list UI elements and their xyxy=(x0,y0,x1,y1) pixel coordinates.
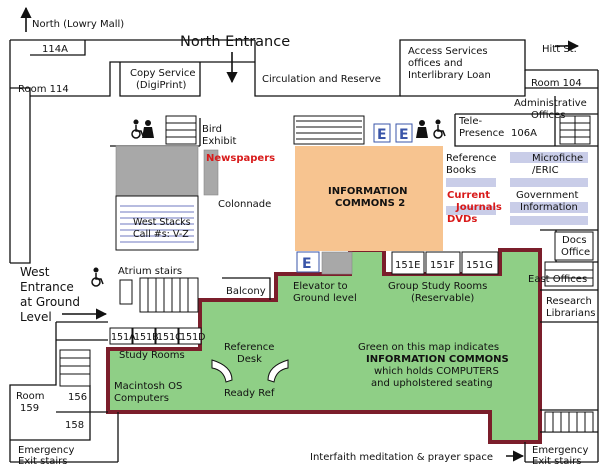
label-east-offices: East Offices xyxy=(528,274,587,285)
map-labels: North (Lowry Mall) North Entrance Hitt S… xyxy=(16,19,596,467)
label-atrium: Atrium stairs xyxy=(118,266,182,277)
label-emergency-left-2: Exit stairs xyxy=(18,456,67,467)
label-room-159-1: Room xyxy=(16,391,44,402)
label-docs-2: Office xyxy=(561,247,590,258)
label-room-104: Room 104 xyxy=(531,78,582,89)
label-151c: 151C xyxy=(157,332,182,343)
building-walls xyxy=(9,39,599,463)
label-access-3: Interlibrary Loan xyxy=(408,70,491,81)
label-bird-1: Bird xyxy=(202,124,222,135)
direction-arrows xyxy=(20,6,580,462)
label-151f: 151F xyxy=(430,260,455,271)
label-green-4: and upholstered seating xyxy=(371,378,493,389)
label-interfaith: Interfaith meditation & prayer space xyxy=(310,452,493,463)
reference-desk-shape xyxy=(211,359,289,383)
label-current-journals-1: Current xyxy=(447,190,490,201)
label-research-2: Librarians xyxy=(546,308,596,319)
label-151g: 151G xyxy=(466,260,493,271)
label-151a: 151A xyxy=(111,332,136,343)
label-bird-2: Exhibit xyxy=(202,136,236,147)
label-digiprint: (DigiPrint) xyxy=(136,80,187,91)
label-hitt: Hitt St. xyxy=(542,44,577,55)
svg-text:E: E xyxy=(399,127,409,143)
label-north-entrance: North Entrance xyxy=(180,34,290,50)
label-elevator-1: Elevator to xyxy=(293,281,348,292)
elevator-gray-block xyxy=(321,251,353,275)
label-green-1: Green on this map indicates xyxy=(358,342,499,353)
label-newspapers: Newspapers xyxy=(206,153,275,164)
label-circulation: Circulation and Reserve xyxy=(262,74,381,85)
label-tele-1: Tele- xyxy=(458,116,482,127)
label-reference-books-1: Reference xyxy=(446,153,496,164)
label-156: 156 xyxy=(68,392,87,403)
restroom-icon xyxy=(142,120,428,138)
label-current-journals-2: Journals xyxy=(455,202,502,213)
study-room-boxes xyxy=(109,231,594,345)
label-mac-2: Computers xyxy=(114,393,169,404)
label-government-2: Information xyxy=(520,202,578,213)
label-admin-1: Administrative xyxy=(514,98,587,109)
label-ic2-2: COMMONS 2 xyxy=(335,198,405,209)
label-west-stacks-2: Call #s: V-Z xyxy=(133,229,189,240)
label-114a: 114A xyxy=(42,44,68,55)
label-microfiche-2: /ERIC xyxy=(532,165,559,176)
label-docs-1: Docs xyxy=(562,235,587,246)
label-west-4: Level xyxy=(20,310,52,324)
label-ready-ref: Ready Ref xyxy=(224,388,275,399)
label-study-rooms: Study Rooms xyxy=(119,350,185,361)
label-north-lowry: North (Lowry Mall) xyxy=(32,19,124,30)
label-mac-1: Macintosh OS xyxy=(114,381,182,392)
label-green-3: which holds COMPUTERS xyxy=(374,366,499,377)
stack-shelving xyxy=(59,115,594,433)
label-access-2: offices and xyxy=(408,58,463,69)
label-colonnade: Colonnade xyxy=(218,199,271,210)
label-access-1: Access Services xyxy=(408,46,488,57)
label-emergency-right-1: Emergency xyxy=(532,445,588,456)
elevator-icon: E E E xyxy=(296,123,413,273)
wheelchair-icon xyxy=(91,119,446,287)
label-room-114: Room 114 xyxy=(18,84,69,95)
information-commons-2-area xyxy=(295,146,443,251)
label-west-1: West xyxy=(20,265,50,279)
label-copy-service: Copy Service xyxy=(130,68,196,79)
svg-text:E: E xyxy=(377,127,387,143)
label-emergency-right-2: Exit stairs xyxy=(532,456,581,467)
label-elevator-2: Ground level xyxy=(293,293,357,304)
label-dvds: DVDs xyxy=(447,214,477,225)
label-government-1: Government xyxy=(516,190,578,201)
label-reference-desk-1: Reference xyxy=(224,342,274,353)
label-151b: 151B xyxy=(134,332,159,343)
label-ic2-1: INFORMATION xyxy=(328,186,407,197)
label-151e: 151E xyxy=(395,260,420,271)
label-106a: 106A xyxy=(511,128,537,139)
label-microfiche-1: Microfiche xyxy=(532,153,583,164)
label-west-stacks-1: West Stacks xyxy=(133,217,191,228)
label-emergency-left-1: Emergency xyxy=(18,445,74,456)
label-tele-2: Presence xyxy=(459,128,504,139)
label-158: 158 xyxy=(65,420,84,431)
label-group-study-2: (Reservable) xyxy=(411,293,474,304)
label-admin-2: Offices xyxy=(531,110,565,121)
label-reference-desk-2: Desk xyxy=(237,354,262,365)
label-west-2: Entrance xyxy=(20,280,74,294)
label-room-159-2: 159 xyxy=(20,403,39,414)
label-west-3: at Ground xyxy=(20,295,80,309)
label-reference-books-2: Books xyxy=(446,165,476,176)
label-151d: 151D xyxy=(180,332,205,343)
label-green-2: INFORMATION COMMONS xyxy=(366,354,509,365)
label-group-study-1: Group Study Rooms xyxy=(388,281,487,292)
svg-text:E: E xyxy=(302,256,312,272)
label-research-1: Research xyxy=(546,296,592,307)
label-balcony: Balcony xyxy=(226,286,266,297)
